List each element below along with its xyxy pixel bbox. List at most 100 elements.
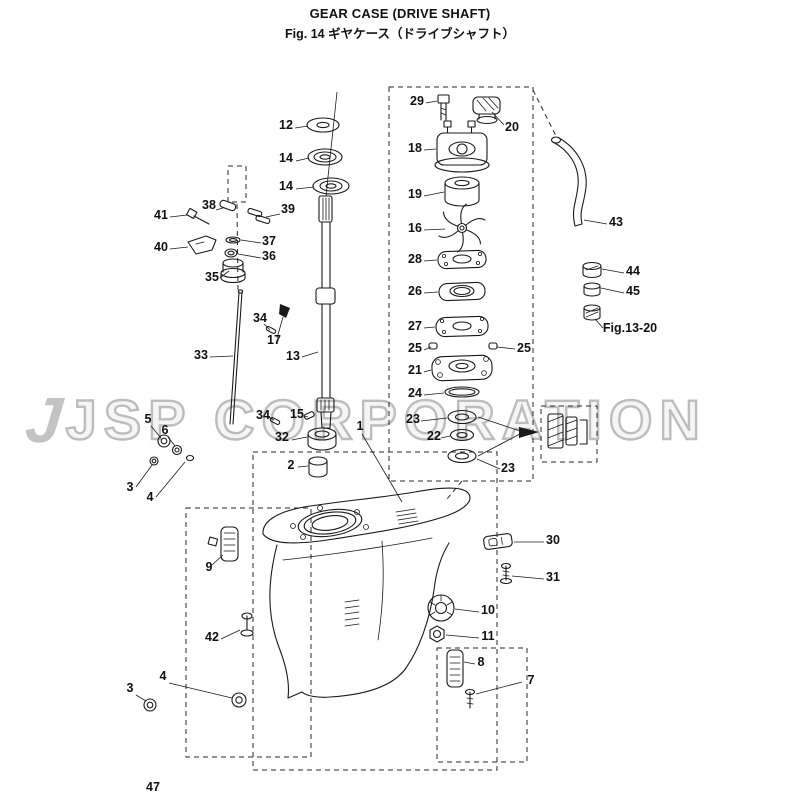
part-label-14: 14 [279,179,293,193]
part-label-32: 32 [275,430,289,444]
part-7-bolt [464,688,476,709]
part-13-drive-shaft [315,195,336,429]
part-label-4: 4 [160,669,167,683]
part-label-9: 9 [206,560,213,574]
part-39-pins [247,207,271,225]
part-6-washer [171,444,183,456]
part-14-bearing-upper [307,148,343,166]
part-label-3: 3 [127,480,134,494]
part-12-washer [306,117,340,133]
part-34-pin-upper [265,326,277,334]
part-32-bearing-cup [307,427,337,451]
part-18-pump-housing [434,120,490,173]
part-23-washer-lower [447,448,477,464]
part-21-pump-base [431,354,493,382]
part-31-bolt [499,562,513,585]
part-label-41: 41 [154,208,168,222]
part-label-15: 15 [290,407,304,421]
part-label-37: 37 [262,234,276,248]
part-label-16: 16 [408,221,422,235]
part-label-38: 38 [202,198,216,212]
part-14-bearing-lower [312,177,350,195]
part-label-42: 42 [205,630,219,644]
part-label-45: 45 [626,284,640,298]
part-label-1: 1 [357,419,364,433]
part-34-pin-lower [269,417,281,425]
part-23-washer-upper [447,409,477,425]
part-label-31: 31 [546,570,560,584]
page-number: 47 [146,780,160,794]
part-33-shift-rod [229,289,244,425]
part-label-29: 29 [410,94,424,108]
part-label-35: 35 [205,270,219,284]
part-label-12: 12 [279,118,293,132]
part-11-nut [429,625,445,643]
part-label-34: 34 [256,408,270,422]
part-37-oring [225,236,241,244]
part-8-anode-grate [446,649,464,688]
part-label-23: 23 [501,461,515,475]
part-label-23: 23 [406,412,420,426]
part-44-grommet [582,261,602,279]
part-16-impeller [438,203,486,253]
part-25-dowel-pins [428,342,498,350]
part-label-39: 39 [281,202,295,216]
part-label-3: 3 [127,681,134,695]
assembly-boundary-boxes [185,86,598,771]
part-label-13: 13 [286,349,300,363]
part-label-10: 10 [481,603,495,617]
part-3-nut-lower [143,698,157,712]
part-42-bolt [240,612,254,637]
part-38-pin [219,199,237,212]
part-label-19: 19 [408,187,422,201]
part-label-21: 21 [408,363,422,377]
part-4-washer-lower [231,692,247,708]
part-label-22: 22 [427,429,441,443]
part-43-water-tube [550,136,587,227]
part-20-cap [472,96,501,125]
part-label-36: 36 [262,249,276,263]
part-label-30: 30 [546,533,560,547]
part-9-anode-grate [207,526,239,562]
part-label-25: 25 [517,341,531,355]
part-label-7: 7 [528,673,535,687]
part-4-ring-upper [185,454,195,462]
part-label-18: 18 [408,141,422,155]
part-label-17: 17 [267,333,281,347]
part-label-27: 27 [408,319,422,333]
part-26-plate [438,281,486,302]
part-27-gasket [435,315,489,338]
part-15-pin [303,411,315,420]
figure-title: GEAR CASE (DRIVE SHAFT) [309,6,491,21]
part-label-Fig.13-20: Fig.13-20 [603,321,657,335]
part-label-14: 14 [279,151,293,165]
part-label-4: 4 [147,490,154,504]
part-17-clip [279,304,290,318]
part-label-33: 33 [194,348,208,362]
part-label-2: 2 [288,458,295,472]
part-28-gasket [437,249,487,270]
part-5-nut [157,434,171,448]
part-label-40: 40 [154,240,168,254]
part-label-28: 28 [408,252,422,266]
arrow-to-seal-box [519,427,539,438]
part-22-washer [449,428,475,442]
part-label-44: 44 [626,264,640,278]
part-10-ring-nut [427,594,455,622]
part-fig13-20-seal [583,304,601,321]
part-label-24: 24 [408,386,422,400]
part-label-20: 20 [505,120,519,134]
figure-subtitle: Fig. 14 ギヤケース（ドライブシャフト） [285,27,515,41]
part-40-bracket [187,235,217,255]
part-24-oring [444,386,480,398]
part-label-25: 25 [408,341,422,355]
part-35-bushing [220,258,246,284]
part-label-26: 26 [408,284,422,298]
part-label-8: 8 [478,655,485,669]
part-label-11: 11 [481,629,494,643]
part-label-5: 5 [145,412,152,426]
part-2-bushing [308,456,328,478]
